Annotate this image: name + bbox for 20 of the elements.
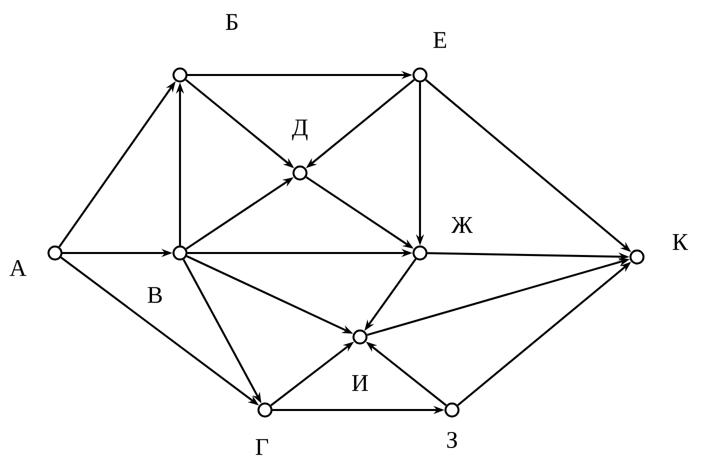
graph-vertex: Ж: [412, 217, 473, 260]
node-label: В: [148, 287, 162, 303]
graph-vertex: И: [352, 330, 368, 391]
node-label: И: [352, 375, 368, 391]
graph-vertex: А: [10, 246, 62, 276]
graph-vertex: Е: [412, 32, 446, 82]
node-label: Д: [292, 120, 308, 140]
graph-vertex: Г: [256, 402, 272, 455]
node-label: Е: [433, 32, 446, 48]
graph-vertex: Д: [292, 120, 308, 180]
node-label: З: [447, 432, 457, 448]
node-label: Ж: [451, 217, 473, 233]
graph-vertex: Б: [172, 14, 238, 82]
node-label: А: [10, 260, 26, 276]
graph-vertex: К: [630, 234, 688, 264]
graph-vertex: З: [444, 402, 460, 448]
node-label: Б: [226, 14, 238, 30]
graph-vertex: В: [148, 246, 188, 303]
node-label: Г: [256, 439, 268, 455]
node-label: К: [672, 234, 688, 250]
